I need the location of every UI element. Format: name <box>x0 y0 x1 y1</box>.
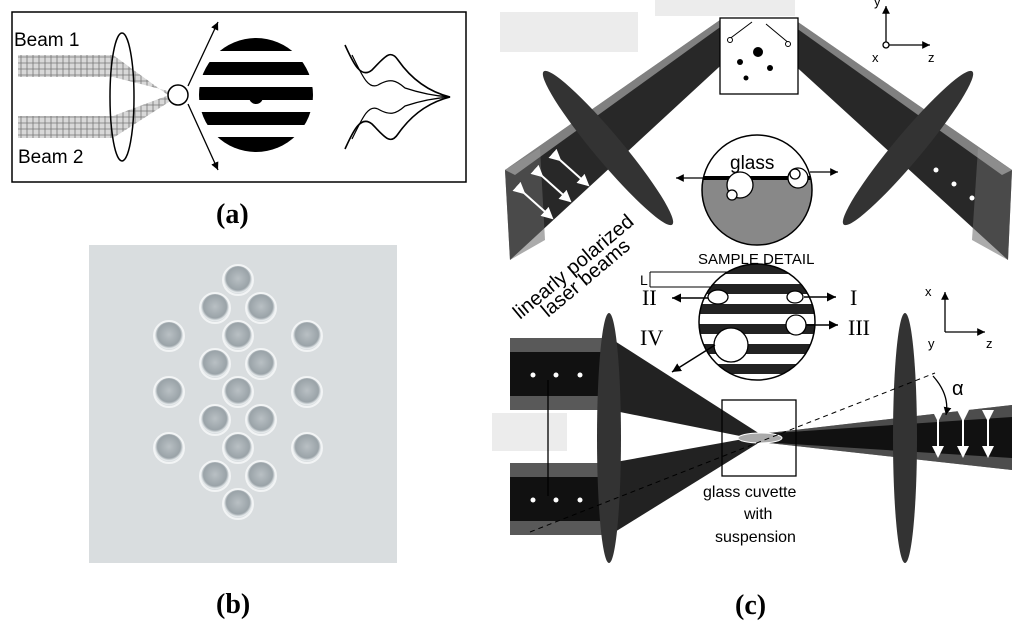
polarization-arrows-lower-right <box>932 410 994 458</box>
spot-pattern <box>153 264 323 520</box>
sample-detail-arrows <box>676 168 838 182</box>
glass-label: glass <box>730 153 774 174</box>
bright-spot <box>199 348 231 380</box>
upper-left-lens <box>542 70 674 226</box>
region-IV-label: IV <box>640 325 663 350</box>
top-axis-z-label: z <box>928 50 935 65</box>
trapped-particle-dot <box>249 90 263 104</box>
beam-2-band <box>18 116 113 138</box>
cuvette-box <box>721 399 797 477</box>
caption-a: (a) <box>216 199 249 230</box>
sample-detail-particles <box>726 167 809 201</box>
bright-spot <box>199 292 231 324</box>
intensity-profile-inner <box>351 54 451 140</box>
bottom-axis-z-label: z <box>986 336 993 351</box>
sample-detail-label: SAMPLE DETAIL <box>698 251 814 268</box>
diverging-arrow-down <box>187 103 219 171</box>
bright-spot <box>222 488 254 520</box>
bright-spot <box>199 460 231 492</box>
period-label: L <box>640 272 648 288</box>
bright-spot <box>291 432 323 464</box>
polarization-dots-upper-right <box>933 167 975 201</box>
bright-spot <box>222 376 254 408</box>
bright-spot <box>222 432 254 464</box>
diverging-arrow-up <box>187 21 219 87</box>
bottom-axis-x-label: x <box>925 284 932 299</box>
label-placeholder-bottom-left <box>492 413 567 451</box>
fringe-detail-particles <box>707 289 807 363</box>
bright-spot <box>153 376 185 408</box>
region-III-label: III <box>848 315 870 340</box>
top-axis-y-label: y <box>874 0 881 9</box>
bright-spot <box>245 348 277 380</box>
beam-1-converging <box>113 55 172 98</box>
lens-a <box>109 32 135 162</box>
alpha-label: α <box>952 378 964 400</box>
upper-right-lens <box>842 70 974 226</box>
bright-spot <box>222 264 254 296</box>
cuvette-label-line1: glass cuvette <box>703 484 796 501</box>
sample-detail-disc <box>702 135 812 245</box>
beam-2-label: Beam 2 <box>18 147 83 168</box>
bright-spot <box>222 320 254 352</box>
upper-right-beam <box>745 20 1012 260</box>
interference-region <box>737 432 783 444</box>
panel-b: (b) <box>89 245 397 620</box>
panel-a: Beam 1 Beam 2 (a) <box>11 11 467 230</box>
region-arrows <box>671 292 838 373</box>
bright-spot <box>199 404 231 436</box>
angle-arc <box>932 375 952 416</box>
bright-spot <box>291 376 323 408</box>
top-axis-x-label: x <box>872 50 879 65</box>
label-placeholder-top-left <box>500 12 638 52</box>
top-sample-particles <box>737 47 773 81</box>
bright-spot <box>245 292 277 324</box>
bright-spot <box>291 320 323 352</box>
region-I-label: I <box>850 285 857 310</box>
beam-2-converging <box>113 94 172 138</box>
cuvette-label-line2: with <box>743 506 772 523</box>
region-II-label: II <box>642 285 657 310</box>
bottom-axis-y-label: y <box>928 336 935 351</box>
bright-spot <box>153 432 185 464</box>
caption-b: (b) <box>216 589 250 620</box>
caption-c: (c) <box>735 590 766 621</box>
polarization-dots-lower <box>530 372 583 503</box>
panel-c: y x z glass SAMPLE DETAIL linearly polar… <box>492 0 1012 621</box>
bottom-axes <box>941 292 985 336</box>
label-placeholder-top <box>655 0 795 16</box>
beam-1-band <box>18 55 113 77</box>
lower-left-lens <box>597 313 621 563</box>
dashed-reference-line <box>529 372 936 533</box>
polarization-arrows-upper <box>512 148 590 220</box>
top-sample-rays <box>727 21 791 47</box>
top-axes <box>882 6 930 49</box>
bright-spot <box>245 460 277 492</box>
bright-spot <box>245 404 277 436</box>
cuvette-label-line3: suspension <box>715 529 796 546</box>
beam-1-label: Beam 1 <box>14 30 79 51</box>
lower-right-lens <box>893 313 917 563</box>
focus-spot <box>167 84 189 106</box>
bright-spot <box>153 320 185 352</box>
